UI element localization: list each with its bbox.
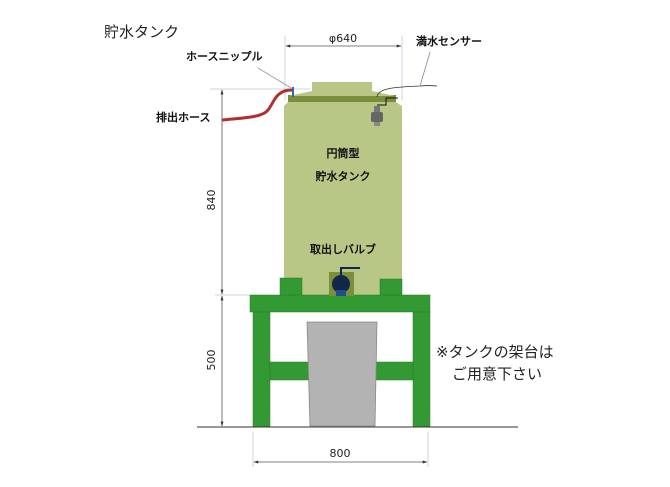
hose-nipple-leader — [257, 67, 292, 89]
bucket — [306, 321, 378, 427]
note-line-2: ご用意下さい — [452, 365, 542, 383]
full-sensor-label: 満水センサー — [416, 34, 482, 48]
diameter-label: φ640 — [329, 32, 357, 45]
diagram-title: 貯水タンク — [104, 23, 179, 41]
tank-name-label: 貯水タンク — [316, 169, 371, 183]
stand-height-label: 500 — [205, 350, 218, 371]
drain-hose-label: 排出ホース — [156, 110, 210, 124]
valve-label: 取出しバルブ — [310, 242, 376, 256]
hose-nipple — [292, 87, 294, 97]
hose-nipple-label: ホースニップル — [186, 49, 262, 63]
tank-type-label: 円筒型 — [327, 146, 360, 160]
full-water-sensor — [371, 51, 438, 126]
outlet-valve — [329, 267, 360, 296]
tank — [284, 82, 402, 296]
note-line-1: ※タンクの架台は — [436, 343, 554, 361]
stand-width-label: 800 — [330, 447, 351, 460]
drain-hose — [221, 88, 293, 122]
extension-lines — [210, 36, 429, 467]
tank-height-label: 840 — [205, 190, 218, 211]
